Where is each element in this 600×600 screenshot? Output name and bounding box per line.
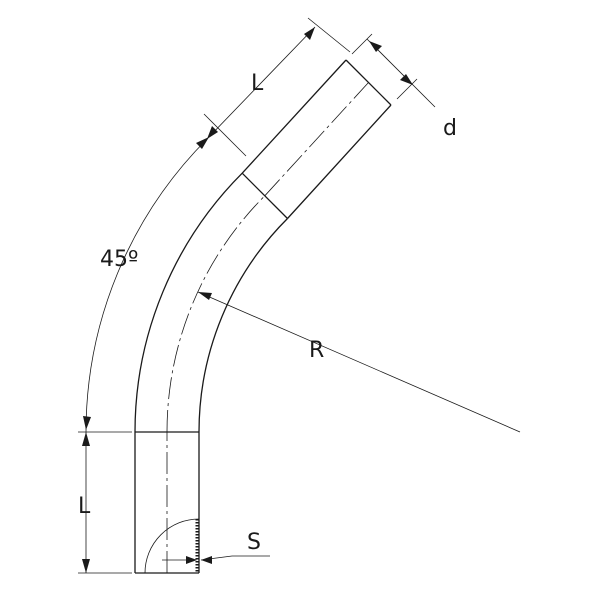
pipe-inner-wall-top [287, 104, 392, 219]
dimension-radius [197, 291, 521, 433]
dimension-angle [83, 137, 209, 433]
wall-section-detail [144, 518, 270, 574]
pipe-outer-wall-top [241, 59, 347, 174]
label-angle: 45º [100, 247, 138, 272]
label-wall-thickness: S [247, 530, 261, 555]
dimension-diameter [351, 33, 436, 108]
pipe-outer-wall-bend [134, 172, 243, 433]
pipe-body [134, 59, 392, 574]
pipe-top-end [345, 59, 392, 106]
label-length-top: L [251, 71, 264, 96]
pipe-centerline [166, 82, 369, 573]
pipe-joint-top [241, 172, 288, 219]
pipe-inner-wall-bend [198, 218, 288, 433]
label-radius: R [309, 338, 324, 363]
label-length-bottom: L [78, 494, 91, 519]
dimension-length-top [203, 17, 351, 157]
dimension-length-bottom [78, 431, 132, 574]
label-diameter: d [443, 116, 457, 141]
